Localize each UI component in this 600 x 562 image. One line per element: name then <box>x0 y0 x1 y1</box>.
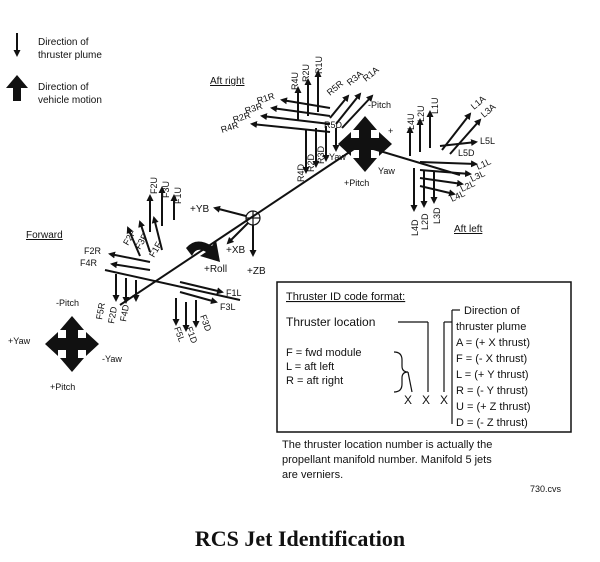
aft-right-label: Aft right <box>210 76 245 87</box>
note-line-3: are verniers. <box>282 469 343 481</box>
jet-f1l: F1L <box>226 288 242 298</box>
jet-l4u: L4U <box>406 113 416 130</box>
legend-plume-line2: thruster plume <box>38 50 102 61</box>
forward-label: Forward <box>26 230 63 241</box>
legend-motion-line1: Direction of <box>38 82 89 93</box>
fwd-pitch-minus: -Pitch <box>56 298 79 308</box>
roll-arrow-icon <box>186 240 220 262</box>
note-line-2: propellant manifold number. Manifold 5 j… <box>282 454 492 466</box>
jet-r2d: R2D <box>306 153 316 172</box>
legend-motion-line2: vehicle motion <box>38 95 102 106</box>
id-box-direction-f: F = (- X thrust) <box>456 353 527 365</box>
jet-r4d: R4D <box>296 163 306 182</box>
jet-f3d: F3D <box>198 313 213 333</box>
id-box-location-label: Thruster location <box>286 315 375 329</box>
jet-f3l: F3L <box>220 302 236 312</box>
id-box-direction-u: U = (+ Z thrust) <box>456 401 531 413</box>
jet-l4d: L4D <box>410 219 420 236</box>
id-box-direction-r: R = (- Y thrust) <box>456 385 528 397</box>
jet-r5d: R5D <box>324 120 343 130</box>
jet-l2u: L2U <box>416 105 426 122</box>
jet-l1l: L1L <box>475 156 493 171</box>
legend-plume-line1: Direction of <box>38 37 89 48</box>
note: The thruster location number is actually… <box>282 439 562 494</box>
id-box-code-char-2: X <box>422 393 430 407</box>
id-box-direction-line1: Direction of <box>464 305 521 317</box>
id-box-location-l: L = aft left <box>286 361 334 373</box>
jet-l5d: L5D <box>458 148 475 158</box>
fwd-yaw-minus: -Yaw <box>102 354 122 364</box>
id-box-location-f: F = fwd module <box>286 347 362 359</box>
motion-arrow-icon <box>6 75 28 101</box>
jet-f5r: F5R <box>94 301 107 320</box>
aft-yaw-plus: Yaw <box>378 166 395 176</box>
id-box-direction-a: A = (+ X thrust) <box>456 337 530 349</box>
jet-f2d: F2D <box>106 305 119 324</box>
aft-pitch-minus: -Pitch <box>368 100 391 110</box>
id-box-location-r: R = aft right <box>286 375 343 387</box>
jet-l3d: L3D <box>432 207 442 224</box>
vehicle-axes: +YB +XB +ZB +Roll <box>104 144 461 306</box>
aft-right-group: Aft right R4U R2U R1U R5R R3A R1A R1R R3… <box>210 56 395 188</box>
jet-f4r: F4R <box>80 258 98 268</box>
file-ref: 730.cvs <box>530 484 562 494</box>
aft-motion-cross-icon <box>338 116 392 172</box>
jet-f4d: F4D <box>118 303 131 322</box>
forward-group: Forward F2U F3U F1U F2F F3F F1F F2R F4R … <box>8 177 242 392</box>
aft-plus: + <box>388 126 393 136</box>
id-box-code-char-1: X <box>404 393 412 407</box>
jet-r4r: R4R <box>220 120 241 135</box>
thruster-id-box: Thruster ID code format: Thruster locati… <box>276 281 572 433</box>
jet-l1u: L1U <box>430 97 440 114</box>
id-box-direction-l: L = (+ Y thrust) <box>456 369 529 381</box>
figure-caption: RCS Jet Identification <box>194 526 406 551</box>
jet-r2u: R2U <box>301 64 311 82</box>
forward-motion-cross-icon <box>45 316 99 372</box>
id-box-title: Thruster ID code format: <box>286 291 405 303</box>
id-box-code-char-3: X <box>440 393 448 407</box>
jet-f5l: F5L <box>172 325 187 343</box>
fwd-yaw-plus: +Yaw <box>8 336 31 346</box>
roll-label: +Roll <box>204 264 227 275</box>
jet-r3d: R3D <box>316 145 326 164</box>
axis-yb-label: +YB <box>190 204 210 215</box>
aft-left-group: Aft left L4U L2U L1U L1A L3A L5L L5D L1L… <box>406 94 498 236</box>
jet-l5l: L5L <box>480 136 495 146</box>
legend: Direction of thruster plume Direction of… <box>6 33 102 106</box>
aft-left-label: Aft left <box>454 224 483 235</box>
jet-r4u: R4U <box>290 72 300 90</box>
jet-r1a: R1A <box>361 65 381 84</box>
jet-f3u: F3U <box>161 181 171 198</box>
jet-r5r: R5R <box>325 78 346 98</box>
axis-zb-label: +ZB <box>247 266 266 277</box>
jet-r1u: R1U <box>314 56 324 74</box>
note-line-1: The thruster location number is actually… <box>282 439 492 451</box>
id-box-direction-d: D = (- Z thrust) <box>456 417 528 429</box>
aft-yaw-minus: -Yaw <box>326 152 346 162</box>
jet-f2u: F2U <box>149 177 159 194</box>
jet-f1d: F1D <box>184 325 199 345</box>
fwd-pitch-plus: +Pitch <box>50 382 75 392</box>
jet-l2d: L2D <box>420 213 430 230</box>
jet-f1u: F1U <box>173 187 183 204</box>
id-box-direction-line2: thruster plume <box>456 321 526 333</box>
jet-f2r: F2R <box>84 246 102 256</box>
axis-xb-label: +XB <box>226 245 246 256</box>
aft-pitch-plus: +Pitch <box>344 178 369 188</box>
